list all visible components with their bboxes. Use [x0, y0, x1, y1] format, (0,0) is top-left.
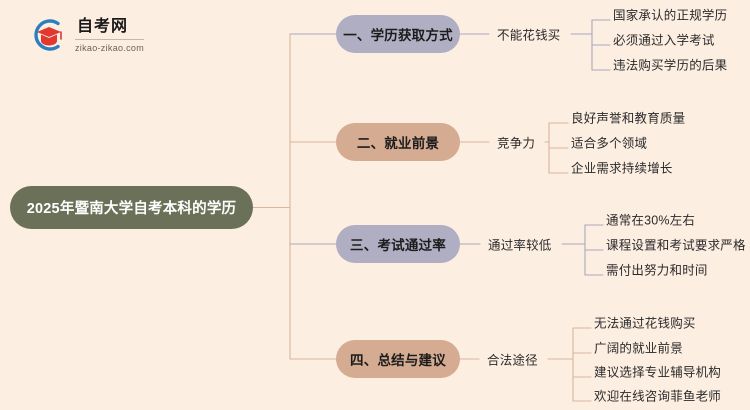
branch-1-leaf-1[interactable]: 国家承认的正规学历 [613, 8, 728, 23]
branch-2-leaf-3[interactable]: 企业需求持续增长 [571, 161, 673, 176]
branch-node-2[interactable]: 二、就业前景 [336, 123, 460, 161]
logo-divider [75, 39, 145, 40]
mindmap-root-node[interactable]: 2025年暨南大学自考本科的学历 [10, 186, 253, 229]
branch-2-leaf-1[interactable]: 良好声誉和教育质量 [571, 111, 686, 126]
branch-4-leaf-3[interactable]: 建议选择专业辅导机构 [594, 365, 722, 380]
graduation-cap-icon [28, 15, 68, 55]
branch-2-leaf-2[interactable]: 适合多个领域 [571, 136, 648, 151]
logo-title: 自考网 [77, 18, 129, 35]
branch-2-middle-label[interactable]: 竞争力 [497, 136, 536, 151]
branch-4-leaf-1[interactable]: 无法通过花钱购买 [594, 316, 696, 331]
branch-3-leaf-2[interactable]: 课程设置和考试要求严格 [606, 238, 746, 253]
branch-node-3[interactable]: 三、考试通过率 [336, 225, 460, 263]
branch-3-leaf-3[interactable]: 需付出努力和时间 [606, 263, 708, 278]
logo-domain: zikao-zikao.com [75, 43, 145, 53]
branch-node-1[interactable]: 一、学历获取方式 [336, 15, 460, 53]
branch-node-4[interactable]: 四、总结与建议 [336, 340, 460, 378]
branch-1-leaf-2[interactable]: 必须通过入学考试 [613, 33, 715, 48]
branch-3-middle-label[interactable]: 通过率较低 [488, 238, 552, 253]
branch-4-leaf-2[interactable]: 广阔的就业前景 [594, 341, 683, 356]
branch-1-middle-label[interactable]: 不能花钱买 [497, 28, 561, 43]
branch-3-leaf-1[interactable]: 通常在30%左右 [606, 213, 696, 228]
branch-1-leaf-3[interactable]: 违法购买学历的后果 [613, 58, 728, 73]
branch-4-middle-label[interactable]: 合法途径 [487, 353, 538, 368]
logo-text-block: 自考网 zikao-zikao.com [75, 16, 145, 54]
site-logo[interactable]: 自考网 zikao-zikao.com [28, 12, 168, 58]
branch-4-leaf-4[interactable]: 欢迎在线咨询菲鱼老师 [594, 389, 722, 404]
